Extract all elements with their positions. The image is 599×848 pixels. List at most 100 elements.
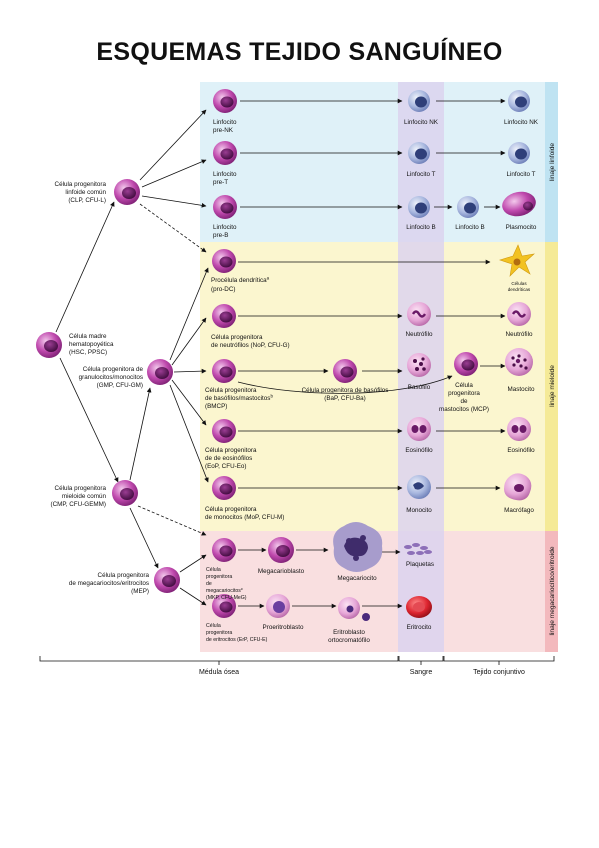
dendritic-label-2: dendríticas [508, 287, 531, 292]
gmp-cell [147, 359, 173, 385]
clp-label-3: (CLP, CFU-L) [68, 197, 106, 204]
megakaryoblast-label: Megacarioblasto [258, 568, 305, 575]
nk-tissue-cell [508, 90, 530, 112]
mep-label-1: Célula progenitora [98, 572, 150, 579]
mkp-label-5: (MKP, CFU-MeG) [206, 595, 247, 601]
dendritic-label-1: Células [511, 281, 527, 286]
neutrophil-blood-label: Neutrófilo [406, 331, 433, 338]
plasmocyte-label: Plasmocito [506, 224, 537, 231]
mkp-label-2: progenitora [206, 574, 232, 580]
eop-label-3: (EoP, CFU-Eo) [205, 463, 247, 470]
erythrocyte-cell [406, 596, 432, 618]
eop-cell [212, 419, 236, 443]
mkp-label-3: de [206, 581, 212, 587]
eosinophil-tissue-cell [507, 417, 531, 441]
hsc-label-3: (HSC, PPSC) [69, 349, 107, 356]
mkp-label-1: Célula [206, 567, 221, 573]
mep-label-3: (MEP) [131, 588, 149, 595]
monocyte-label: Monocito [406, 507, 432, 514]
mop-label-1: Célula progenitora [205, 506, 257, 513]
mcp-label-4: mastocitos (MCP) [439, 406, 489, 413]
b-tissue-cell [457, 196, 479, 218]
pre-nk-label-1: Linfocito [213, 119, 237, 126]
bmcp-label-text: de basófilos/mastocitos [205, 395, 270, 402]
orthochromatic-label-1: Eritroblasto [333, 629, 365, 636]
mastocyte-label: Mastocito [508, 386, 535, 393]
pre-nk-cell [213, 89, 237, 113]
plasmocyte-cell [502, 191, 536, 217]
basophil-label: Basófilo [408, 384, 431, 391]
pre-t-label-2: pre-T [213, 179, 228, 186]
t-tissue-cell [508, 142, 530, 164]
nk-tissue-label: Linfocito NK [504, 119, 539, 126]
cmp-cell [112, 480, 138, 506]
pre-b-label-1: Linfocito [213, 224, 237, 231]
myeloid-sidebar [545, 242, 558, 531]
erp-label-3: de eritrocitos (ErP, CFU-E) [206, 637, 268, 643]
macrophage-label: Macrófago [504, 507, 534, 514]
side-label-megakaryocytic: linaje megacariocítico/eritroide [549, 546, 556, 635]
connective-tissue-label: Tejido conjuntivo [473, 669, 525, 676]
mcp-label-3: de [460, 398, 468, 405]
side-label-myeloid: linaje mieloide [549, 365, 556, 407]
bap-label-1: Célula progenitora de basófilos [302, 387, 389, 394]
mkp-cell [212, 538, 236, 562]
eop-label-1: Célula progenitora [205, 447, 257, 454]
pre-b-label-2: pre-B [213, 232, 228, 239]
dendritic-cell [499, 244, 535, 277]
mop-label-2: de monocitos (MoP, CFU-M) [205, 514, 284, 521]
b-blood-label: Linfocito B [406, 224, 435, 231]
bap-cell [333, 359, 357, 383]
mcp-label-2: progenitora [448, 390, 480, 397]
mkp-label-text: megacariocitos [206, 588, 241, 594]
eosinophil-blood-cell [407, 417, 431, 441]
neutrophil-blood-cell [407, 302, 431, 326]
bmcp-label-superscript: b [270, 394, 273, 399]
erp-label-1: Célula [206, 623, 221, 629]
b-tissue-label: Linfocito B [455, 224, 484, 231]
cmp-label-3: (CMP, CFU-GEMM) [50, 501, 106, 508]
side-label-lymphoid: linaje linfoide [549, 143, 556, 181]
erythrocyte-label: Eritrocito [407, 624, 432, 631]
bap-label-2: (BaP, CFU-Ba) [324, 395, 366, 402]
platelets-cells [404, 543, 432, 555]
pro-dc-label-1: Procélula dendríticaa [211, 276, 270, 285]
megakaryocyte-cell [333, 522, 383, 572]
neutrophil-tissue-label: Neutrófilo [506, 331, 533, 338]
bmcp-cell [212, 359, 236, 383]
t-blood-cell [408, 142, 430, 164]
cmp-label-2: mieloide común [62, 493, 107, 500]
erp-cell [212, 594, 236, 618]
basophil-cell [407, 353, 431, 377]
pre-t-label-1: Linfocito [213, 171, 237, 178]
page-title: ESQUEMAS TEJIDO SANGUÍNEO [96, 38, 503, 66]
bmcp-label-3: (BMCP) [205, 403, 227, 410]
hsc-label-1: Célula madre [69, 333, 107, 340]
lymphoid-zone [200, 82, 545, 242]
lymphoid-sidebar [545, 82, 558, 242]
proerythroblast-label: Proeritroblasto [263, 624, 304, 631]
mep-cell [154, 567, 180, 593]
cmp-label-1: Célula progenitora [55, 485, 107, 492]
nk-blood-cell [408, 90, 430, 112]
bottom-brackets [39, 656, 555, 665]
megakaryocyte-label: Megacariocito [337, 575, 377, 582]
bmcp-label-1: Célula progenitora [205, 387, 257, 394]
bmcp-label-2: de basófilos/mastocitosb [205, 394, 273, 403]
gmp-label-3: (GMP, CFU-GM) [97, 382, 143, 389]
proerythroblast-cell [266, 594, 290, 618]
blood-label: Sangre [410, 669, 433, 676]
platelets-label: Plaquetas [406, 561, 434, 568]
mastocyte-cell [505, 348, 533, 376]
gmp-label-2: granulocitos/monocitos [79, 374, 143, 381]
mep-label-2: de megacariocitos/eritrocitos [69, 580, 149, 587]
megakaryoblast-cell [268, 537, 294, 563]
t-blood-label: Linfocito T [407, 171, 436, 178]
eosinophil-blood-label: Eosinófilo [405, 447, 433, 454]
bone-marrow-label: Médula ósea [199, 669, 239, 676]
pro-dc-label-2: (pro-DC) [211, 286, 236, 293]
pre-b-cell [213, 195, 237, 219]
nop-label-2: de neutrófilos (NoP, CFU-G) [211, 342, 290, 349]
b-blood-cell [408, 196, 430, 218]
